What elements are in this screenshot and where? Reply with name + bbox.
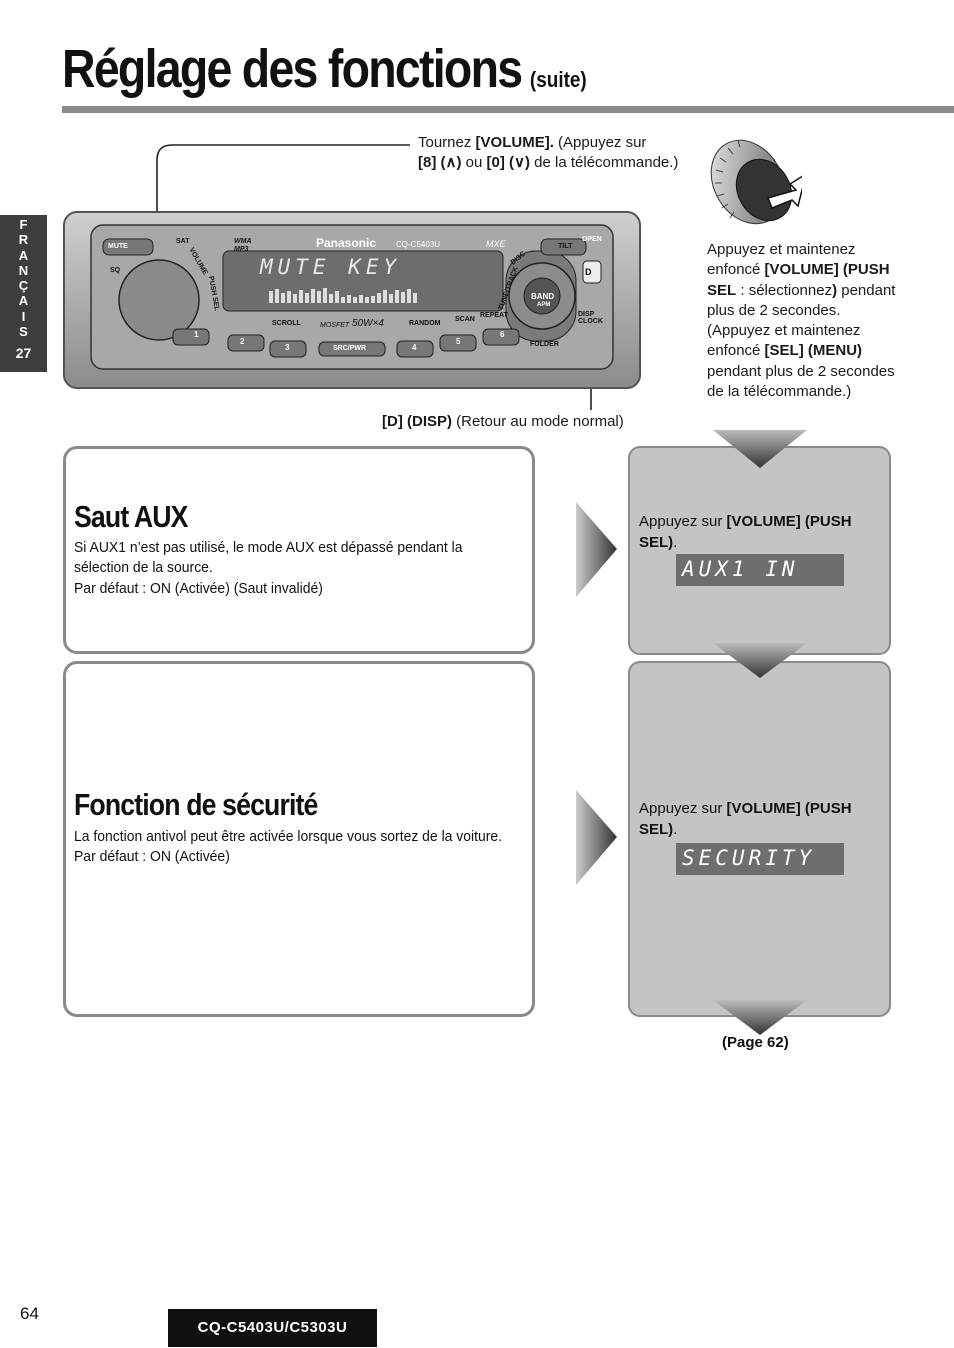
preset-button-1[interactable]: 1 xyxy=(194,330,199,339)
page-reference: (Page 62) xyxy=(722,1034,789,1051)
security-line-2: Par défaut : ON (Activée) xyxy=(74,848,230,866)
language-letter: A xyxy=(18,293,29,309)
right-arrow-aux xyxy=(576,502,617,597)
aux-skip-panel: Saut AUX Si AUX1 n’est pas utilisé, le m… xyxy=(63,446,535,654)
security-description: La fonction antivol peut être activée lo… xyxy=(74,827,520,868)
preset-button-4[interactable]: 4 xyxy=(412,343,417,352)
aux-step-box: Appuyez sur [VOLUME] (PUSH SEL). AUX1 IN xyxy=(628,446,891,655)
language-letter: R xyxy=(18,232,29,248)
aux-step-instruction: Appuyez sur [VOLUME] (PUSH SEL). xyxy=(639,513,852,551)
preset-button-3[interactable]: 3 xyxy=(285,343,290,352)
repeat-label: REPEAT xyxy=(480,312,508,319)
down-arrow-2 xyxy=(713,643,807,678)
down-arrow-1 xyxy=(713,430,807,468)
preset-button-6[interactable]: 6 xyxy=(500,330,505,339)
push-sel-callout: Appuyez et maintenez enfoncé [VOLUME] (P… xyxy=(707,241,896,401)
radio-mp3-label: MP3 xyxy=(234,246,249,253)
right-arrow-security xyxy=(576,790,617,885)
sq-button[interactable]: SQ xyxy=(110,267,121,274)
aux-skip-title: Saut AUX xyxy=(74,499,188,534)
mute-button[interactable]: MUTE xyxy=(108,243,128,250)
band-button[interactable]: BAND xyxy=(531,292,555,301)
src-pwr-button[interactable]: SRC/PWR xyxy=(333,345,367,352)
aux-lcd-display: AUX1 IN xyxy=(676,554,844,586)
preset-button-2[interactable]: 2 xyxy=(240,337,245,346)
volume-callout: Tournez [VOLUME]. (Appuyez sur [8] (∧) o… xyxy=(418,134,679,172)
folder-label: FOLDER xyxy=(530,341,559,348)
radio-faceplate-drawing xyxy=(90,224,614,370)
language-letter: I xyxy=(21,308,26,324)
preset-button-5[interactable]: 5 xyxy=(456,337,461,346)
aux-skip-description: Si AUX1 n’est pas utilisé, le mode AUX e… xyxy=(74,538,520,599)
down-arrow-3 xyxy=(713,1000,807,1035)
disp-clock-button[interactable]: DISP CLOCK xyxy=(578,311,603,325)
scan-label: SCAN xyxy=(455,316,475,323)
radio-sat-label: SAT xyxy=(176,238,190,245)
scroll-label: SCROLL xyxy=(272,320,301,327)
volume-knob-illustration xyxy=(710,139,802,225)
security-lcd-display: SECURITY xyxy=(676,843,844,875)
language-letter: S xyxy=(19,324,28,340)
model-badge: CQ-C5403U/C5303U xyxy=(168,1309,377,1347)
page-subtitle: (suite) xyxy=(529,67,587,92)
security-title: Fonction de sécurité xyxy=(74,787,318,822)
random-label: RANDOM xyxy=(409,320,441,327)
security-panel: Fonction de sécurité La fonction antivol… xyxy=(63,661,535,1017)
mosfet-label: MOSFET xyxy=(320,322,350,329)
open-button[interactable]: OPEN xyxy=(582,236,602,243)
security-step-instruction: Appuyez sur [VOLUME] (PUSH SEL). xyxy=(639,800,852,838)
radio-mxe-label: MXE xyxy=(486,239,506,249)
radio-brand: Panasonic xyxy=(316,236,377,250)
language-letter: Ç xyxy=(18,278,29,294)
apm-label: APM xyxy=(537,302,551,308)
security-step-box: Appuyez sur [VOLUME] (PUSH SEL). SECURIT… xyxy=(628,661,891,1017)
radio-model: CQ-C5403U xyxy=(396,240,441,249)
title-rule xyxy=(62,106,954,113)
volume-callout-line xyxy=(156,144,410,300)
aux-skip-line-1: Si AUX1 n’est pas utilisé, le mode AUX e… xyxy=(74,539,463,577)
radio-wma-label: WMA xyxy=(234,238,252,245)
page-number: 64 xyxy=(20,1304,39,1323)
language-letter: N xyxy=(18,262,29,278)
security-line-1: La fonction antivol peut être activée lo… xyxy=(74,828,503,845)
tilt-button[interactable]: TILT xyxy=(558,243,573,250)
language-letter: A xyxy=(18,247,29,263)
language-tab-number: 27 xyxy=(15,345,32,361)
radio-display-text: MUTE KEY xyxy=(260,255,402,279)
page-title: Réglage des fonctions(suite) xyxy=(62,39,587,99)
aux-skip-line-2: Par défaut : ON (Activée) (Saut invalidé… xyxy=(74,579,323,597)
disp-callout: [D] (DISP) (Retour au mode normal) xyxy=(382,413,624,430)
power-rating-label: 50W×4 xyxy=(352,318,384,329)
language-letter: F xyxy=(19,217,28,232)
d-button[interactable]: D xyxy=(585,267,592,277)
